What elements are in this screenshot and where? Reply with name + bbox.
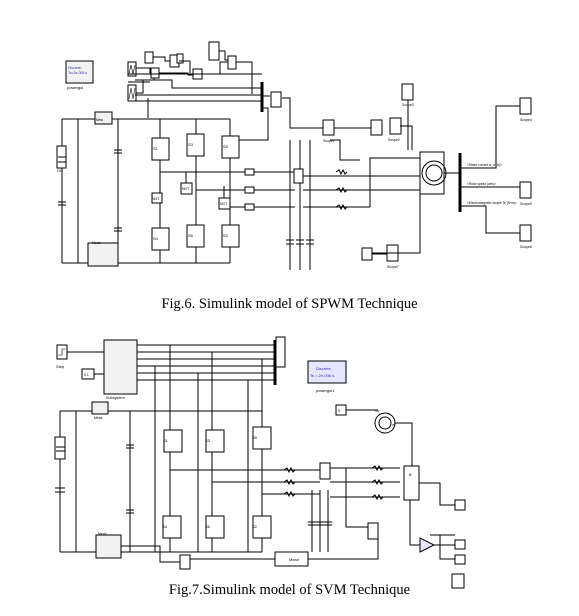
fig6-bus-1: <Stator current is_a (A)> xyxy=(467,163,502,167)
fig6-powergui-label: powergui xyxy=(67,85,83,90)
fig6-scope-4: Scope4 xyxy=(520,118,532,122)
fig6-scope-1: Scope1 xyxy=(323,139,335,143)
fig7-diagram: Step 0.1 Subsystem Discrete, Ts = 2e-006… xyxy=(54,336,466,589)
fig6-inverter-legs: S1 S3 S5 S4 S6 S2 NOT NOT NOT xyxy=(147,98,240,263)
fig7-discrete-line1: Discrete, xyxy=(316,366,332,371)
fig6-bus-2: <Rotor speed (wm)> xyxy=(467,182,496,186)
svg-text:Meas: Meas xyxy=(94,416,103,420)
fig7-mean-label: Mean xyxy=(289,557,299,562)
fig7-subsystem-label: Subsystem xyxy=(106,396,125,400)
fig7-mean-block: Mean xyxy=(121,539,465,589)
fig7-mosfet-s5: S5 xyxy=(252,435,258,440)
fig6-mosfet-s4: S4 xyxy=(153,236,159,241)
fig6-pwm-generators xyxy=(127,41,282,141)
fig7-tm-label: Tm xyxy=(374,409,379,413)
fig7-mosfet-s6: S6 xyxy=(205,524,211,529)
fig6-dc-label: DC xyxy=(57,168,63,173)
svg-text:Discrete,: Discrete, xyxy=(68,66,82,70)
fig7-m-label: m xyxy=(392,423,395,427)
fig7-powergui-block: Discrete, Ts = 2e-006 s. powergui1 xyxy=(307,360,347,393)
fig6-not-3: NOT xyxy=(220,202,228,206)
svg-text:Mea: Mea xyxy=(96,118,103,122)
fig6-scope-2: Scope2 xyxy=(388,138,400,142)
svg-text:0: 0 xyxy=(338,408,341,413)
fig7-dc-bus: Meas Meas xyxy=(54,401,262,559)
fig6-mosfet-s2: S2 xyxy=(223,233,229,238)
fig6-not-2: NOT xyxy=(182,187,190,191)
fig7-mosfet-s3: S3 xyxy=(205,438,211,443)
fig6-mosfet-s6: S6 xyxy=(188,233,194,238)
svg-text:Mean: Mean xyxy=(92,241,101,245)
fig6-scope-7: Scope7 xyxy=(387,265,399,269)
fig6-mosfet-s3: S3 xyxy=(188,142,194,147)
fig7-induction-machine: 0 m Tm B xyxy=(335,404,466,565)
fig6-caption: Fig.6. Simulink model of SPWM Technique xyxy=(161,296,418,312)
svg-text:Ts=2e-006 s: Ts=2e-006 s xyxy=(68,71,87,75)
fig6-mosfet-s1: S1 xyxy=(153,146,159,151)
fig6-dc-bus: DC Mea Mean xyxy=(56,111,230,267)
fig6-induction-machine: <Stator current is_a (A)> <Rotor speed (… xyxy=(372,100,520,254)
fig6-scope-5: Scope5 xyxy=(520,202,532,206)
fig7-subsystem: Subsystem xyxy=(103,336,286,400)
svg-text:B: B xyxy=(409,472,412,477)
fig6-phase-lines xyxy=(160,139,420,270)
fig7-discrete-line2: Ts = 2e-006 s. xyxy=(310,373,335,378)
fig7-inverter-legs: S1 S3 S5 S4 S6 S2 xyxy=(154,345,272,552)
fig7-step-block: Step 0.1 xyxy=(56,344,104,380)
fig7-mosfet-s2: S2 xyxy=(252,524,258,529)
fig7-caption: Fig.7.Simulink model of SVM Technique xyxy=(168,582,411,598)
fig7-phase-lines xyxy=(170,462,400,552)
fig7-mosfet-s4: S4 xyxy=(162,524,168,529)
fig6-scope-6: Scope6 xyxy=(520,245,532,249)
fig6-powergui-block: Discrete, Ts=2e-006 s powergui xyxy=(65,60,94,90)
fig7-mosfet-s1: S1 xyxy=(163,438,169,443)
fig6-mosfet-s5: S5 xyxy=(223,144,229,149)
fig7-step-label: Step xyxy=(56,364,65,369)
fig6-bus-3: <Electromagnetic torque Te (N*m)> xyxy=(467,201,517,205)
fig6-not-1: NOT xyxy=(152,197,160,201)
fig6-diagram: Discrete, Ts=2e-006 s powergui xyxy=(56,41,532,270)
svg-text:Meas: Meas xyxy=(98,532,107,536)
fig7-powergui-label: powergui1 xyxy=(316,388,335,393)
svg-text:0.1: 0.1 xyxy=(84,373,89,377)
